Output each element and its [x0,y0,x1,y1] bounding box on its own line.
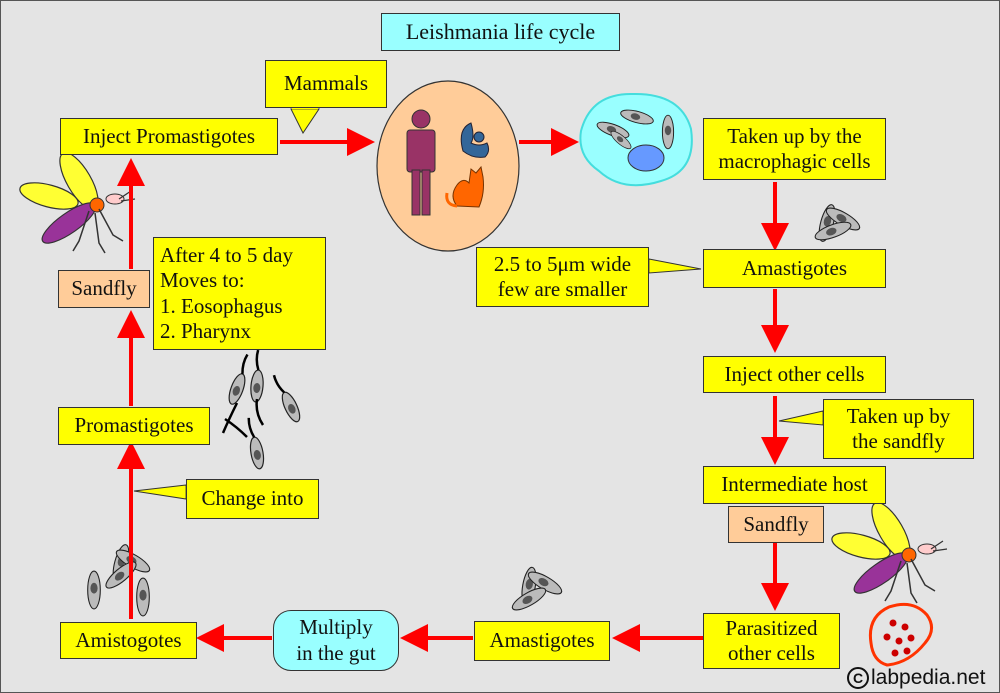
intermediate-host-box: Intermediate host [703,466,886,504]
copyright-icon: C [847,667,869,689]
change-into-callout: Change into [186,479,319,519]
amistogotes-box: Amistogotes [60,622,197,659]
sandfly-icon [16,146,136,254]
sandfly-box-left: Sandfly [58,270,150,308]
amastigote-icon [812,202,864,244]
size-note-line-1: 2.5 to 5μm wide [493,251,632,276]
after-days-line-1: After 4 to 5 day [160,243,293,268]
after-days-line-2: Moves to: [160,268,245,293]
taken-up-sandfly-callout: Taken up by the sandfly [823,399,974,459]
taken-up-macrophagic-box: Taken up by the macrophagic cells [703,118,886,180]
mammals-label: Mammals [265,60,387,108]
diagram-title: Leishmania life cycle [381,13,620,51]
size-note-line-2: few are smaller [497,277,628,301]
gut-cell-icon [868,602,933,667]
mammals-oval [376,80,520,252]
promastigotes-box: Promastigotes [58,407,210,445]
amastigote-icon [508,565,566,615]
sandfly-icon [828,496,948,604]
multiply-line-2: in the gut [296,640,376,665]
amastigotes-box-top: Amastigotes [703,249,886,288]
flow-arrows [117,128,789,652]
after-days-callout: After 4 to 5 day Moves to: 1. Eosophagus… [153,237,326,350]
taken-up-macrophagic-line-2: macrophagic cells [718,149,871,173]
amastigotes-box-bottom: Amastigotes [474,621,610,661]
copyright-mark: C labpedia.net [847,666,985,690]
size-note-callout: 2.5 to 5μm wide few are smaller [476,247,649,307]
taken-up-macrophagic-line-1: Taken up by the [727,123,862,148]
taken-up-sandfly-line-2: the sandfly [852,429,945,453]
promastigote-icon [221,348,305,472]
copyright-text: labpedia.net [871,666,986,689]
inject-other-cells-box: Inject other cells [703,356,886,393]
after-days-line-4: 2. Pharynx [160,318,251,343]
parasitized-line-1: Parasitized [725,615,818,640]
macrophage-cell-icon [579,92,693,187]
human-icon [406,109,436,216]
taken-up-sandfly-line-1: Taken up by [846,403,951,428]
parasitized-line-2: other cells [728,641,815,665]
multiply-line-1: Multiply [299,615,373,640]
sandfly-box-bottom: Sandfly [728,506,824,543]
squirrel-icon [460,122,490,158]
parasitized-cells-box: Parasitized other cells [703,613,840,669]
cat-icon [445,165,484,208]
after-days-line-3: 1. Eosophagus [160,293,283,318]
amastigote-icon [87,542,154,617]
inject-promastigotes-box: Inject Promastigotes [60,118,278,155]
multiply-gut-box: Multiply in the gut [273,610,399,671]
